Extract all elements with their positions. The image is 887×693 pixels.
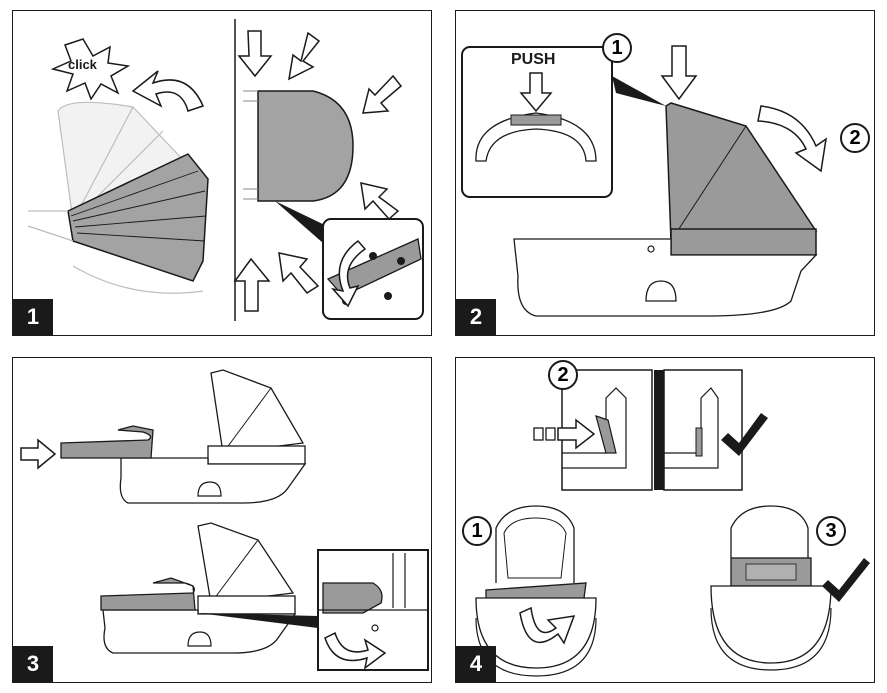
detail-divider [654,370,664,490]
rotate-arrow-icon [519,606,576,645]
arrow-left-up-icon [360,182,400,221]
carrycot-ghost [27,210,204,294]
zoom-pointer [612,76,666,106]
arrow-down-right-icon [288,31,321,81]
carrycot-canopy-bottom [197,522,295,604]
dash-marks [533,427,556,441]
frame-lines [243,90,258,200]
canopy-profile [257,90,354,202]
arrow-left-icon [362,74,403,114]
step-1-illustration [27,19,424,321]
canopy [665,102,818,242]
step-2-panel: PUSH 1 2 2 [455,10,875,336]
zoom-detail-hinge [326,238,422,308]
detail-box-right [663,369,743,491]
callout-2: 2 [840,123,870,153]
callout-1: 1 [602,33,632,63]
carrycot-handle [645,280,677,302]
arrow-up-icon [233,257,271,312]
rotate-arrow-icon [757,105,828,173]
apron-tucked [695,427,703,457]
zoom-pointer [198,613,318,628]
carrycot-front-right [730,505,809,558]
apron-sliding [60,425,154,459]
step-number-badge: 4 [456,646,496,682]
arrow-up-right-icon [278,252,320,294]
push-arrow-icon [519,72,553,113]
zoom-pointer [275,201,333,243]
rotate-arrow-icon [131,70,205,112]
canopy-top-view [475,112,597,162]
step-1-panel: click 1 [12,10,432,336]
callout-1: 1 [462,516,492,546]
step-3-panel: 3 [12,357,432,683]
checkmark-icon [721,413,768,456]
checkmark-icon [822,558,870,602]
step-number-badge: 3 [13,646,53,682]
apron-flap [595,415,617,454]
step-4-illustration [475,369,870,677]
step-3-illustration [20,369,429,671]
rotate-arrow-icon [324,631,387,670]
canopy-band [670,228,817,256]
apron-attached [100,577,196,611]
step-number-badge: 1 [13,299,53,335]
push-label: PUSH [511,51,556,68]
step-4-panel: 2 1 3 4 [455,357,875,683]
carrycot-body [513,238,818,317]
click-burst-icon [50,38,131,101]
arrow-down-icon [660,45,698,101]
arrow-right-icon [557,418,596,450]
step-2-illustration [461,45,828,317]
carrycot-body-top [119,457,307,504]
push-button-strip [510,114,562,126]
click-label: click [68,57,97,72]
arrow-down-icon [237,30,273,78]
carrycot-canopy-top [210,369,305,454]
callout-2: 2 [548,360,578,390]
arrow-right-icon [20,438,57,470]
step-number-badge: 2 [456,299,496,335]
callout-3: 3 [816,516,846,546]
